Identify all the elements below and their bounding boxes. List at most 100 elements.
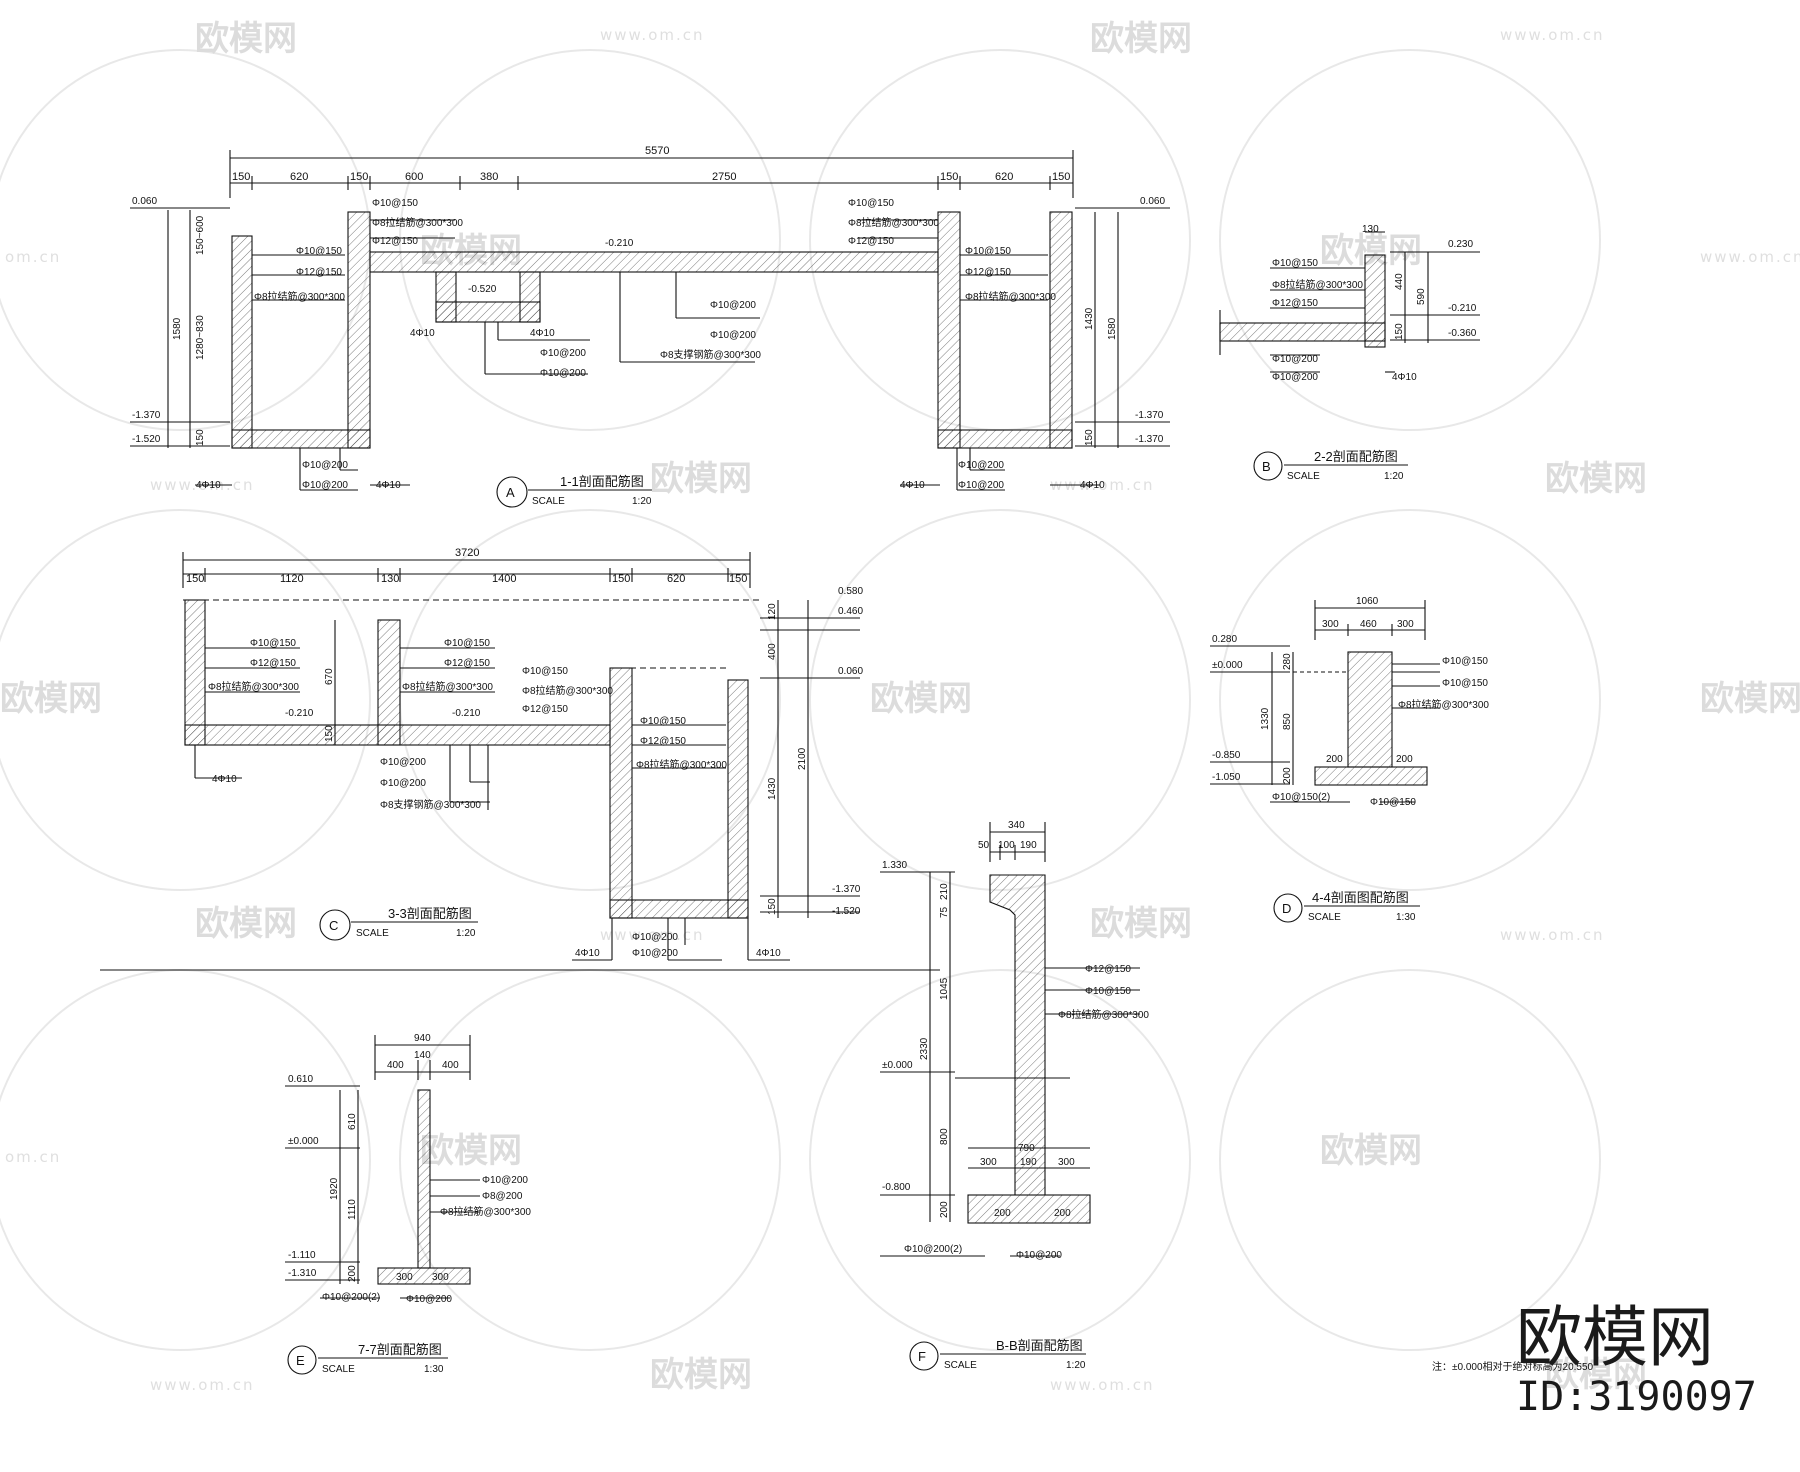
rebar-label: Φ10@200 (1016, 1250, 1062, 1261)
dim-label: 200 (1054, 1208, 1071, 1219)
rebar-label: Φ12@150 (372, 236, 418, 247)
dim-label: 800 (939, 1128, 950, 1145)
level-label: ±0.000 (288, 1136, 319, 1147)
dim-label: 1280~830 (195, 315, 206, 360)
dim-label: 1920 (329, 1177, 340, 1200)
rebar-label: Φ10@150 (1085, 986, 1131, 997)
watermark-url: om.cn (5, 1148, 61, 1166)
section-title: 3-3剖面配筋图 (388, 906, 472, 921)
watermark-url: www.om.cn (1050, 1376, 1155, 1394)
dim-label: 200 (994, 1208, 1011, 1219)
rebar-label: Φ10@200 (632, 948, 678, 959)
level-label: 0.610 (288, 1074, 313, 1085)
level-label: -0.850 (1212, 750, 1241, 761)
rebar-label: Φ10@200 (1272, 354, 1318, 365)
dim-label: 1430 (767, 777, 778, 800)
dim-label: 3720 (455, 547, 479, 559)
rebar-label: Φ8拉结筋@300*300 (965, 290, 1056, 303)
level-label: -0.210 (452, 708, 481, 719)
dim-label: 1120 (280, 573, 304, 585)
dim-label: 150 (350, 171, 368, 183)
dim-label: 210 (939, 883, 950, 900)
level-label: 0.060 (132, 196, 157, 207)
dim-label: 2100 (797, 747, 808, 770)
watermark-text: 欧模网 (1320, 1131, 1422, 1171)
dim-label: 1430 (1084, 307, 1095, 330)
level-label: -1.520 (832, 906, 861, 917)
watermark-text: 欧模网 (650, 1355, 752, 1395)
dim-label: 200 (939, 1201, 950, 1218)
scale-value: 1:20 (1384, 471, 1404, 482)
watermark-url: www.om.cn (1050, 476, 1155, 494)
rebar-label: Φ12@150 (640, 736, 686, 747)
dim-label: 300 (396, 1272, 413, 1283)
rebar-label: Φ10@200 (380, 778, 426, 789)
rebar-label: Φ10@200 (710, 300, 756, 311)
level-label: -0.210 (605, 238, 634, 249)
rebar-label: 4Φ10 (196, 480, 221, 491)
scale-label: SCALE (356, 928, 389, 939)
dim-label: 1045 (939, 977, 950, 1000)
level-label: -0.520 (468, 284, 497, 295)
dim-label: 190 (1020, 1157, 1037, 1168)
rebar-label: Φ10@200 (302, 480, 348, 491)
section-d-labels: 1060 300 460 300 280 850 1330 200 200 20… (1212, 596, 1489, 923)
level-label: -1.050 (1212, 772, 1241, 783)
section-c (182, 552, 860, 961)
rebar-label: Φ8拉结筋@300*300 (1272, 278, 1363, 291)
dim-label: 120 (767, 603, 778, 620)
dim-label: 1580 (172, 317, 183, 340)
dim-label: 150 (232, 171, 250, 183)
dim-label: 200 (1326, 754, 1343, 765)
rebar-label: Φ8拉结筋@300*300 (1058, 1008, 1149, 1021)
watermark-text: 欧模网 (195, 904, 297, 944)
dim-label: 610 (347, 1113, 358, 1130)
dim-label: 620 (290, 171, 308, 183)
dim-label: 2330 (919, 1037, 930, 1060)
rebar-label: 4Φ10 (376, 480, 401, 491)
dim-label: 150 (195, 429, 206, 446)
dim-label: 140 (414, 1050, 431, 1061)
watermark-text: 欧模网 (1700, 679, 1800, 719)
level-label: 0.280 (1212, 634, 1237, 645)
rebar-label: Φ10@200 (380, 757, 426, 768)
watermark-url: www.om.cn (1700, 248, 1800, 266)
dim-label: 620 (995, 171, 1013, 183)
dim-label: 150 (1394, 323, 1405, 340)
rebar-label: Φ10@150(2) (1272, 792, 1330, 803)
level-label: ±0.000 (1212, 660, 1243, 671)
brand-id: ID:3190097 (1516, 1374, 1757, 1420)
rebar-label: Φ10@150 (296, 246, 342, 257)
watermark-text: 欧模网 (1090, 19, 1192, 59)
section-e-labels: 940 400 140 400 610 1920 1110 200 300 30… (288, 1033, 531, 1375)
level-label: -1.370 (832, 884, 861, 895)
rebar-label: 4Φ10 (410, 328, 435, 339)
section-e (285, 1035, 480, 1375)
dim-label: 150 (729, 573, 747, 585)
scale-label: SCALE (944, 1360, 977, 1371)
dim-label: 300 (1397, 619, 1414, 630)
rebar-label: Φ10@200 (958, 480, 1004, 491)
watermark-url: www.om.cn (150, 1376, 255, 1394)
section-title: 1-1剖面配筋图 (560, 474, 644, 489)
watermark-text: 欧模网 (0, 679, 102, 719)
rebar-label: Φ10@150 (250, 638, 296, 649)
watermark-text: 欧模网 (1090, 904, 1192, 944)
dim-label: 150 (186, 573, 204, 585)
rebar-label: Φ10@150 (522, 666, 568, 677)
rebar-label: 4Φ10 (756, 948, 781, 959)
dim-label: 380 (480, 171, 498, 183)
dim-label: 340 (1008, 820, 1025, 831)
level-label: -1.370 (132, 410, 161, 421)
rebar-label: Φ8拉结筋@300*300 (208, 680, 299, 693)
dim-label: 1400 (492, 573, 516, 585)
dim-label: 300 (1322, 619, 1339, 630)
rebar-label: 4Φ10 (212, 774, 237, 785)
watermark-text: 欧模网 (420, 1131, 522, 1171)
dim-label: 150 (1084, 429, 1095, 446)
section-d (1210, 600, 1440, 923)
scale-value: 1:30 (424, 1364, 444, 1375)
watermark-text: 欧模网 (870, 679, 972, 719)
rebar-label: Φ10@150 (444, 638, 490, 649)
section-f-labels: 340 50 100 190 210 75 1045 2330 800 200 … (882, 820, 1149, 1371)
